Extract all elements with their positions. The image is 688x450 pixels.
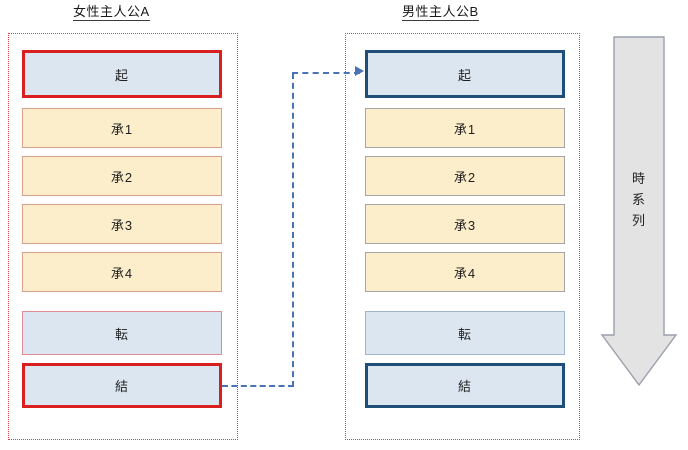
stage-label: 承4 [453,265,477,281]
stage-label: 承2 [110,169,134,185]
stage-a-ki[interactable]: 起 [22,50,222,98]
stage-label: 起 [457,67,472,83]
connector-segment-top [292,72,360,74]
timeline-char-2: 系 [631,192,646,207]
stage-b-ten[interactable]: 転 [365,311,565,355]
connector-segment-vertical [292,73,294,387]
stage-label: 承1 [110,121,134,137]
stage-a-sho-4[interactable]: 承4 [22,252,222,292]
stage-label: 承3 [110,217,134,233]
stage-b-ketsu[interactable]: 結 [365,363,565,408]
stage-a-sho-3[interactable]: 承3 [22,204,222,244]
stage-label: 転 [114,326,129,342]
stage-a-ketsu[interactable]: 結 [22,363,222,408]
stage-label: 結 [114,379,129,394]
stage-b-ki[interactable]: 起 [365,50,565,98]
timeline-char-1: 時 [631,171,646,186]
timeline-label: 時 系 列 [622,168,656,231]
timeline-arrow-icon [600,35,678,425]
stage-a-ten[interactable]: 転 [22,311,222,355]
stage-b-sho-2[interactable]: 承2 [365,156,565,196]
stage-label: 承3 [453,217,477,233]
stage-b-sho-3[interactable]: 承3 [365,204,565,244]
connector-segment-bottom [222,385,294,387]
track-b-container [345,33,580,440]
stage-label: 結 [457,379,472,394]
stage-label: 承2 [453,169,477,185]
timeline-char-3: 列 [631,213,646,228]
stage-a-sho-1[interactable]: 承1 [22,108,222,148]
track-b-title: 男性主人公B [402,4,479,21]
connector-arrowhead-icon [355,66,364,76]
stage-b-sho-4[interactable]: 承4 [365,252,565,292]
stage-label: 転 [457,326,472,342]
stage-a-sho-2[interactable]: 承2 [22,156,222,196]
track-a-title: 女性主人公A [73,4,150,21]
stage-label: 承4 [110,265,134,281]
track-a-container [8,33,238,440]
stage-b-sho-1[interactable]: 承1 [365,108,565,148]
stage-label: 起 [114,67,129,83]
stage-label: 承1 [453,121,477,137]
